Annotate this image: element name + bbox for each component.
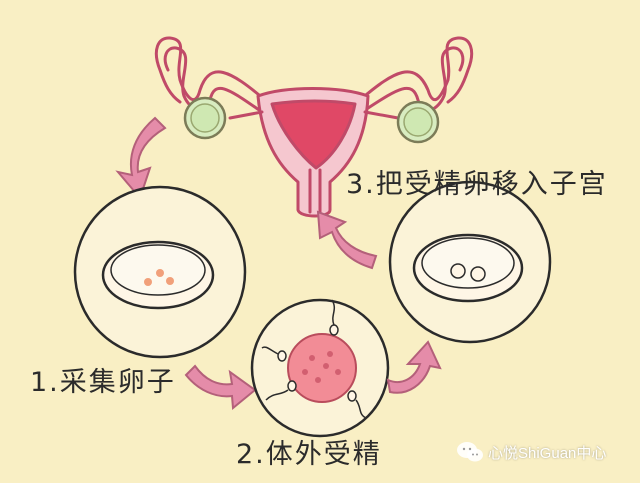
step-2-label: 2.体外受精 (236, 439, 382, 470)
arrow-to-uterus (316, 210, 378, 270)
right-fallopian-tube (358, 36, 474, 104)
step-1-label: 1.采集卵子 (30, 367, 176, 398)
arrow-to-fertilization (184, 364, 257, 410)
embryo-dish (388, 180, 552, 344)
uterus-illustration (154, 36, 474, 218)
left-ovary (183, 96, 227, 140)
left-fallopian-tube (154, 36, 267, 104)
sperm-cells (261, 299, 367, 419)
wechat-icon (457, 442, 483, 462)
egg-collection-dish (73, 185, 247, 359)
fertilization-circle (250, 298, 390, 438)
uterine-cavity (270, 99, 357, 170)
watermark: 心悦ShiGuan中心 (456, 441, 606, 463)
watermark-text: 心悦ShiGuan中心 (488, 444, 607, 462)
right-ovary (396, 100, 440, 144)
arrow-to-embryo-dish (386, 340, 442, 394)
step-3-label: 3.把受精卵移入子宫 (346, 169, 608, 200)
